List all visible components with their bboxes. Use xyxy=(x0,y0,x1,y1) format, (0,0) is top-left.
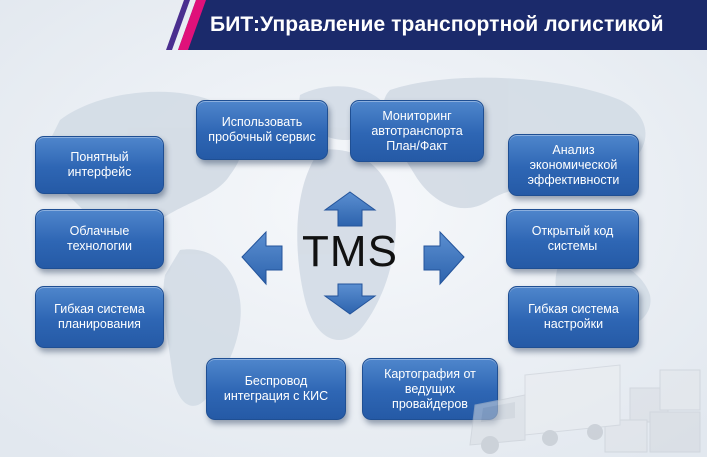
feature-box-right-2: Открытый код системы xyxy=(506,209,639,269)
feature-box-left-2: Облачные технологии xyxy=(35,209,164,269)
tms-center-label: TMS xyxy=(302,227,398,276)
feature-box-left-1: Понятный интерфейс xyxy=(35,136,164,194)
feature-label: Картография от ведущих провайдеров xyxy=(384,366,476,411)
feature-label: Понятный интерфейс xyxy=(67,150,132,179)
feature-label: Анализ экономической эффективности xyxy=(527,142,620,187)
feature-label: Гибкая система настройки xyxy=(528,302,619,331)
page-title: БИТ:Управление транспортной логистикой xyxy=(210,13,664,36)
feature-box-bottom-1: Беспровод интеграция с КИС xyxy=(206,358,346,420)
feature-label: Использовать пробочный сервис xyxy=(208,115,316,144)
feature-box-right-1: Анализ экономической эффективности xyxy=(508,134,639,196)
header-banner xyxy=(166,0,707,50)
feature-label: Гибкая система планирования xyxy=(54,302,145,331)
truck-illustration xyxy=(469,364,701,454)
feature-box-top-1: Использовать пробочный сервис xyxy=(196,100,328,160)
feature-box-top-2: Мониторинг автотранспорта План/Факт xyxy=(350,100,484,162)
feature-box-left-3: Гибкая система планирования xyxy=(35,286,164,348)
arrow-right-icon xyxy=(423,230,465,286)
feature-label: Мониторинг автотранспорта План/Факт xyxy=(371,108,463,153)
feature-label: Беспровод интеграция с КИС xyxy=(223,374,329,403)
arrow-down-icon xyxy=(323,283,377,315)
arrow-up-icon xyxy=(323,191,377,227)
feature-label: Открытый код системы xyxy=(531,224,614,253)
feature-label: Облачные технологии xyxy=(66,224,132,253)
feature-box-right-3: Гибкая система настройки xyxy=(508,286,639,348)
arrow-left-icon xyxy=(241,230,283,286)
